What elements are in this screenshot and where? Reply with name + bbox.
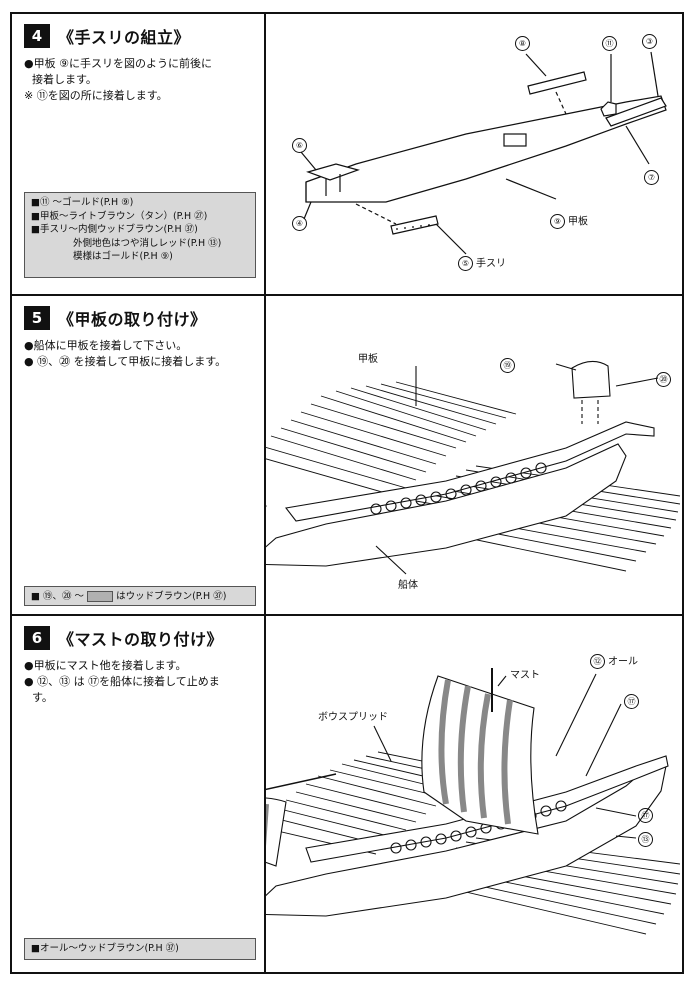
instruction-line: ※ ⑪を図の所に接着します。 bbox=[24, 89, 168, 102]
paint-note-box: ■ ⑲、⑳ ～ はウッドブラウン(P.H ㊲) bbox=[24, 586, 256, 606]
paint-note: 模様はゴールド(P.H ⑨) bbox=[73, 251, 173, 262]
step-5-section: 5 《甲板の取り付け》 ●船体に甲板を接着して下さい。 ● ⑲、⑳ を接着して甲… bbox=[12, 296, 682, 616]
paint-note: ■オール～ウッドブラウン(P.H ㊲) bbox=[31, 943, 179, 954]
step-4-section: 4 《手スリの組立》 ●甲板 ⑨に手スリを図のように前後に 接着します。 ※ ⑪… bbox=[12, 14, 682, 296]
step-5-header: 5 《甲板の取り付け》 bbox=[24, 306, 207, 330]
callout-3: ③ bbox=[642, 34, 660, 49]
paint-note: ■手スリ～内側ウッドブラウン(P.H ㊲) bbox=[31, 224, 198, 235]
callout-8: ⑧ bbox=[515, 36, 533, 51]
step-6-section: 6 《マストの取り付け》 ●甲板にマスト他を接着します。 ● ⑫、⑬ は ⑰を船… bbox=[12, 616, 682, 974]
step-4-header: 4 《手スリの組立》 bbox=[24, 24, 190, 48]
hull-deck-illustration bbox=[266, 360, 681, 575]
paint-note: ■ ⑲、⑳ ～ bbox=[31, 591, 85, 602]
instruction-line: ●甲板にマスト他を接着します。 bbox=[24, 659, 187, 672]
instruction-page: 4 《手スリの組立》 ●甲板 ⑨に手スリを図のように前後に 接着します。 ※ ⑪… bbox=[10, 12, 684, 974]
callout-7: ⑦ bbox=[644, 170, 662, 185]
callout-17b: ⑰ bbox=[638, 808, 656, 823]
callout-11: ⑪ bbox=[602, 36, 620, 51]
instruction-line: ●船体に甲板を接着して下さい。 bbox=[24, 339, 188, 352]
callout-6: ⑥ bbox=[292, 138, 310, 153]
divider bbox=[264, 14, 266, 294]
step-6-instructions: ●甲板にマスト他を接着します。 ● ⑫、⑬ は ⑰を船体に接着して止めま す。 bbox=[24, 658, 256, 706]
step-title: 《マストの取り付け》 bbox=[58, 630, 224, 649]
instruction-line: ● ⑫、⑬ は ⑰を船体に接着して止めま bbox=[24, 675, 220, 688]
step-number: 5 bbox=[24, 306, 50, 330]
color-swatch bbox=[87, 591, 114, 602]
callout-19: ⑲ bbox=[500, 358, 518, 373]
instruction-line: ● ⑲、⑳ を接着して甲板に接着します。 bbox=[24, 355, 227, 368]
step-5-instructions: ●船体に甲板を接着して下さい。 ● ⑲、⑳ を接着して甲板に接着します。 bbox=[24, 338, 256, 370]
callout-13: ⑬ bbox=[638, 832, 656, 847]
paint-note: ■甲板～ライトブラウン（タン）(P.H ㉗) bbox=[31, 210, 208, 222]
step-title: 《甲板の取り付け》 bbox=[58, 310, 207, 329]
deck-rail-illustration bbox=[300, 51, 667, 255]
step-number: 4 bbox=[24, 24, 50, 48]
step-4-instructions: ●甲板 ⑨に手スリを図のように前後に 接着します。 ※ ⑪を図の所に接着します。 bbox=[24, 56, 256, 104]
paint-note-box: ■オール～ウッドブラウン(P.H ㊲) bbox=[24, 938, 256, 960]
bowsprit-label: ボウスプリッド bbox=[318, 712, 388, 723]
paint-note: 外側地色はつや消しレッド(P.H ⑬) bbox=[73, 237, 222, 249]
mast-label: マスト bbox=[510, 670, 540, 681]
deck-label: 甲板 bbox=[358, 354, 378, 365]
paint-note: はウッドブラウン(P.H ㊲) bbox=[116, 591, 227, 602]
paint-note-box: ■⑪ ～ゴールド(P.H ⑨) ■甲板～ライトブラウン（タン）(P.H ㉗) ■… bbox=[24, 192, 256, 278]
hull-label: 船体 bbox=[398, 580, 418, 591]
paint-note: ■⑪ ～ゴールド(P.H ⑨) bbox=[31, 197, 134, 208]
step-number: 6 bbox=[24, 626, 50, 650]
instruction-line: す。 bbox=[32, 691, 53, 704]
divider bbox=[264, 296, 266, 614]
instruction-line: 接着します。 bbox=[32, 73, 97, 86]
step-title: 《手スリの組立》 bbox=[58, 28, 191, 47]
step-6-header: 6 《マストの取り付け》 bbox=[24, 626, 223, 650]
instruction-line: ●甲板 ⑨に手スリを図のように前後に bbox=[24, 57, 212, 70]
callout-20: ⑳ bbox=[656, 372, 674, 387]
divider bbox=[264, 616, 266, 974]
mast-oar-illustration bbox=[266, 668, 681, 935]
callout-4: ④ bbox=[292, 216, 310, 231]
callout-17: ⑰ bbox=[624, 694, 642, 709]
step-5-diagram: 甲板 ⑲ ⑳ 船体 bbox=[266, 296, 682, 614]
